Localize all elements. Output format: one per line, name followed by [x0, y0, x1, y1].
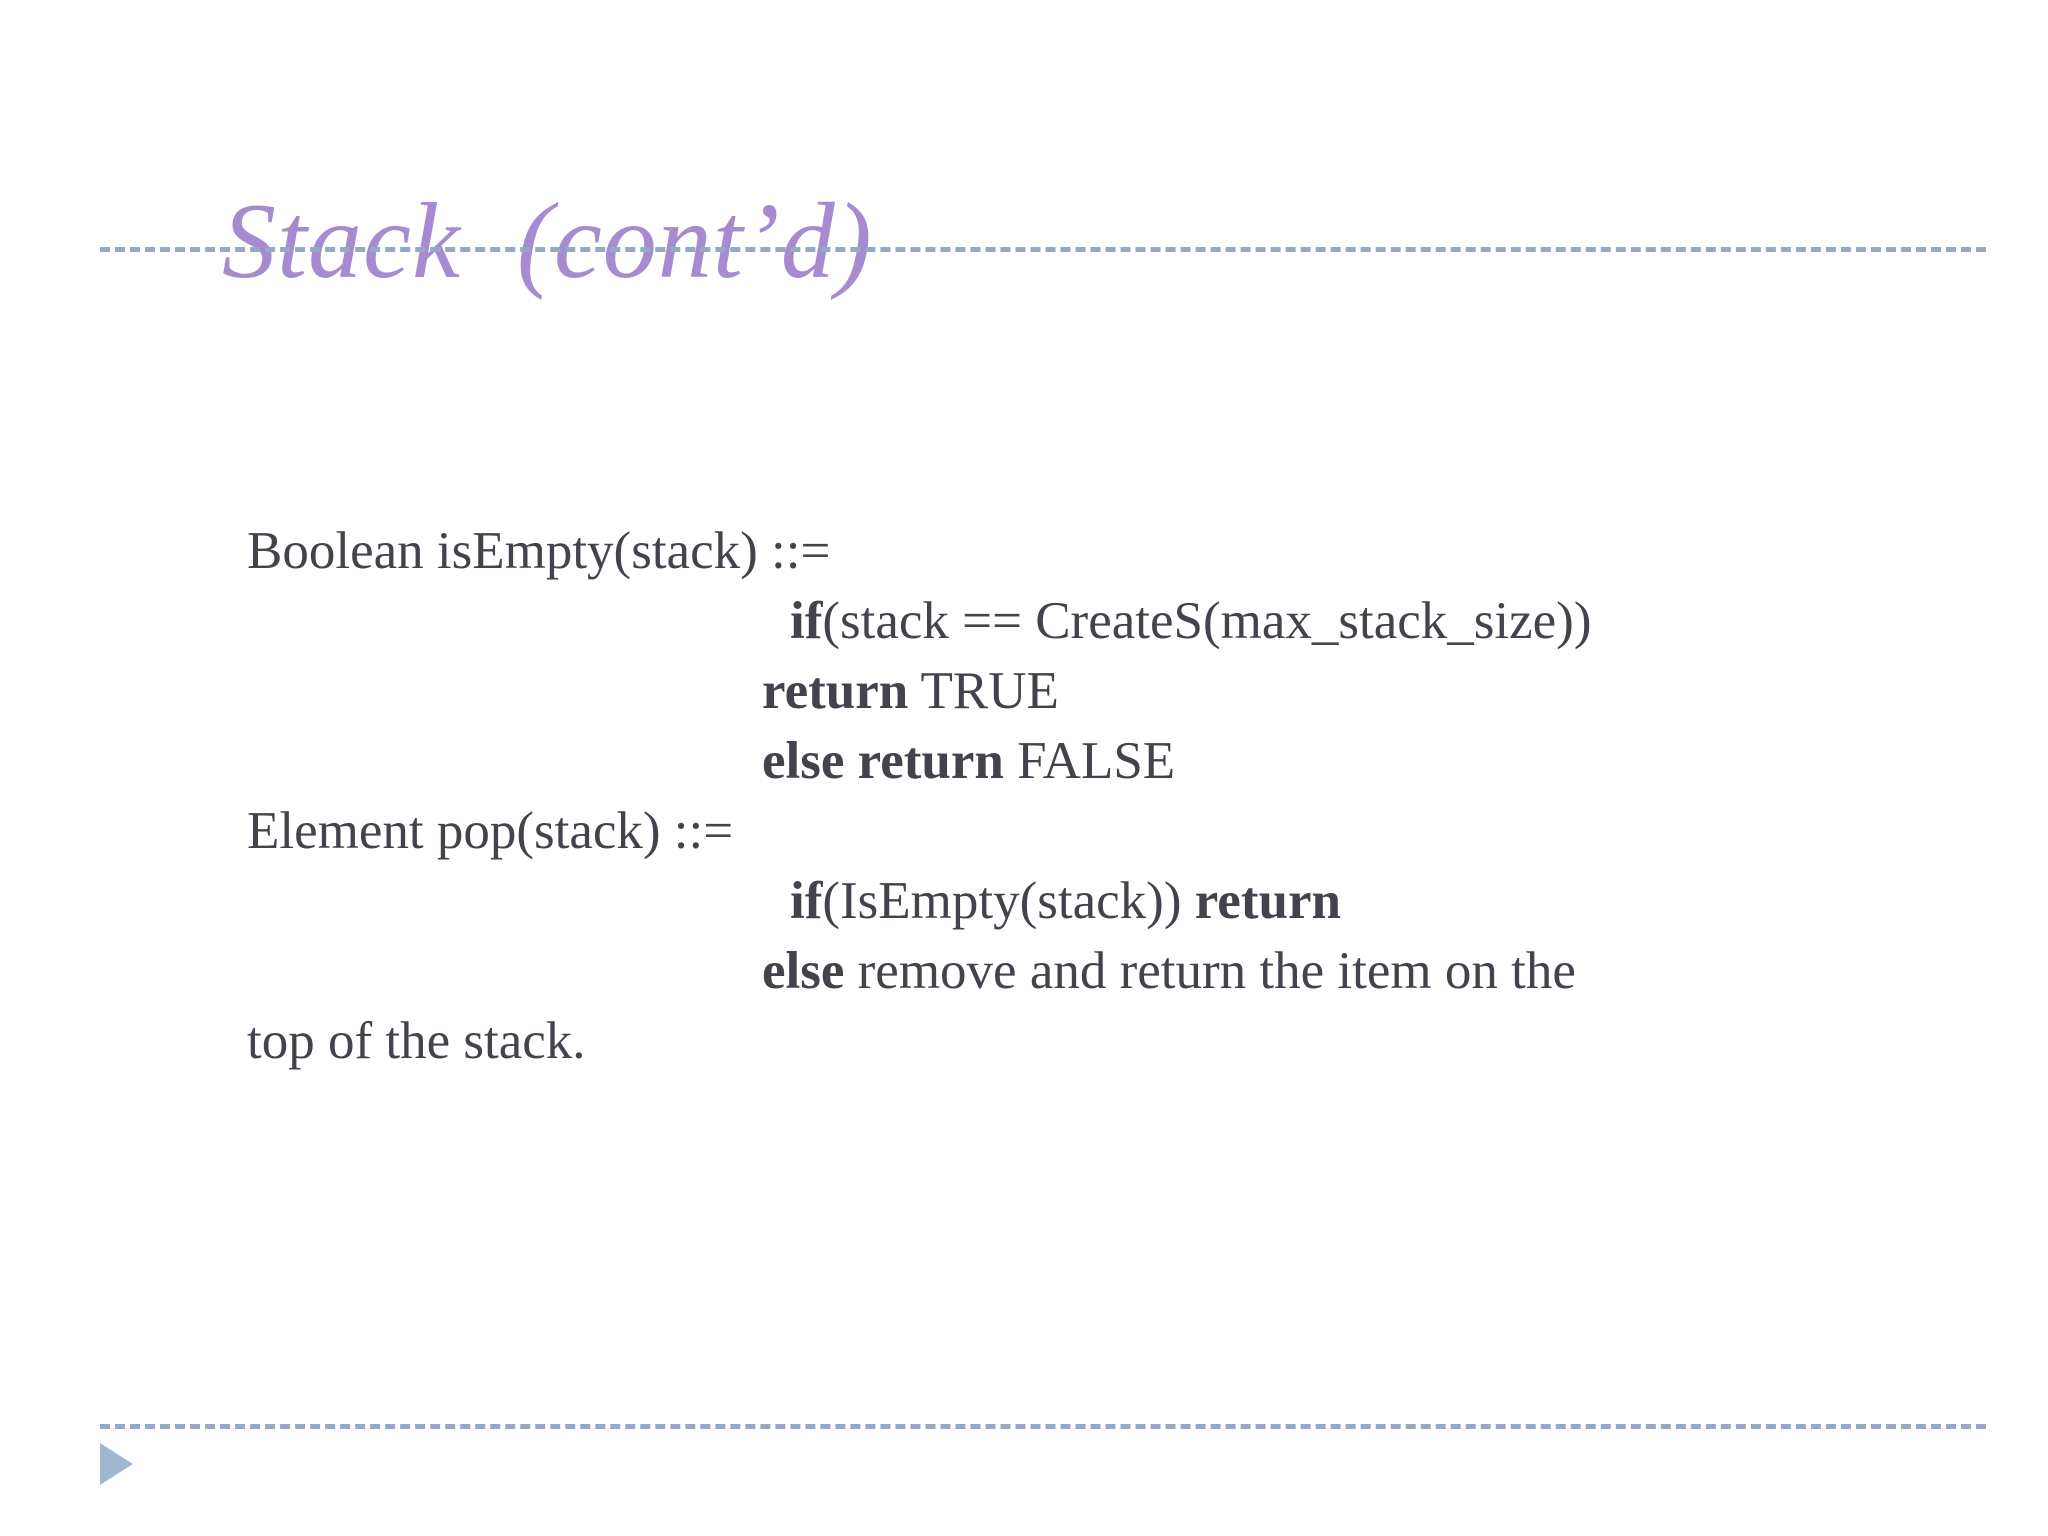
code-line: else remove and return the item on the: [247, 936, 1947, 1006]
code-keyword: if: [790, 872, 823, 930]
code-keyword: if: [790, 592, 823, 650]
code-text: remove and return the item on the: [844, 942, 1576, 1000]
code-line: if(IsEmpty(stack)) return: [247, 866, 1947, 936]
code-keyword: else: [762, 942, 845, 1000]
code-line: Element pop(stack) ::=: [247, 796, 1947, 866]
code-line: if(stack == CreateS(max_stack_size)): [247, 586, 1947, 656]
code-keyword: return: [762, 662, 909, 720]
code-line: else return FALSE: [247, 726, 1947, 796]
code-line: return TRUE: [247, 656, 1947, 726]
code-text: Boolean isEmpty(stack) ::=: [247, 522, 831, 580]
code-line: Boolean isEmpty(stack) ::=: [247, 516, 1947, 586]
bottom-dashed-divider: [100, 1424, 1986, 1429]
code-keyword: return: [1194, 872, 1341, 930]
page-title: Stack (cont’d): [222, 182, 873, 302]
code-keyword: else return: [762, 732, 1004, 790]
top-dashed-divider: [100, 247, 1986, 252]
play-triangle-icon: [100, 1443, 133, 1485]
code-text: top of the stack.: [247, 1012, 586, 1070]
code-text: Element pop(stack) ::=: [247, 802, 734, 860]
code-line: top of the stack.: [247, 1006, 1947, 1076]
code-text: TRUE: [908, 662, 1059, 720]
slide-body-text: Boolean isEmpty(stack) ::=if(stack == Cr…: [247, 516, 1947, 1076]
code-text: (IsEmpty(stack)): [822, 872, 1195, 930]
code-text: (stack == CreateS(max_stack_size)): [822, 592, 1592, 650]
code-text: FALSE: [1003, 732, 1176, 790]
